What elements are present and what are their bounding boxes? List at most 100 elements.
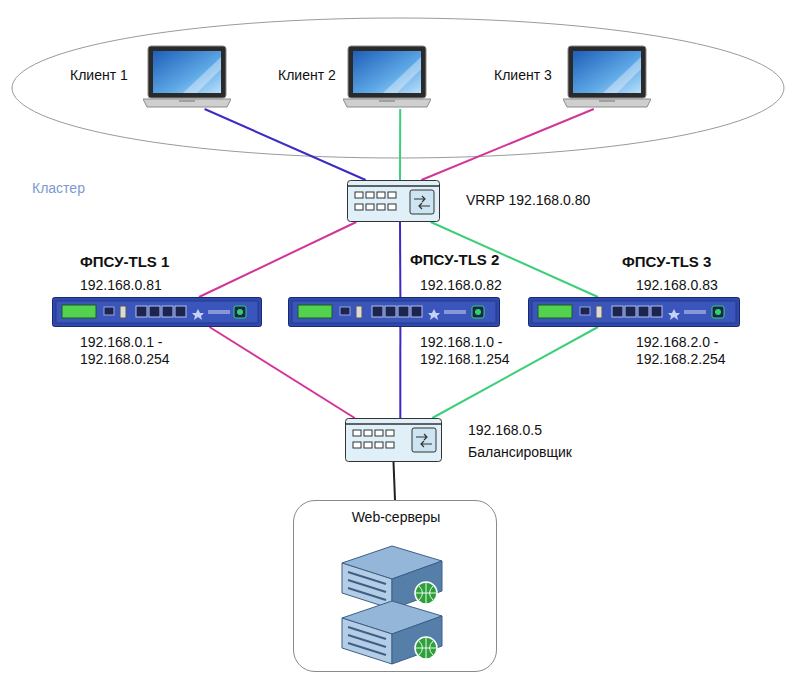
- fpsu-chassis: [529, 298, 740, 327]
- switch-port: [386, 442, 394, 448]
- node-label: Клиент 3: [494, 67, 552, 84]
- laptop-icon: [143, 45, 231, 109]
- laptop-touchpad: [179, 100, 195, 102]
- fpsu-console-port: [580, 307, 590, 315]
- switch-port: [375, 442, 383, 448]
- client-laptop: Клиент 2: [343, 45, 431, 109]
- server-side: [392, 616, 442, 664]
- globe-icon: [415, 637, 437, 659]
- fpsu-device: ФПСУ-TLS 3192.168.0.83192.168.2.0 - 192.…: [528, 297, 740, 327]
- switch-port: [377, 192, 385, 198]
- node-label: 192.168.1.0 - 192.168.1.254: [420, 334, 532, 368]
- fpsu-lan-port: [651, 306, 662, 317]
- node-label: Балансировщик: [468, 444, 572, 461]
- switch-port: [375, 430, 383, 436]
- fpsu-lcd: [538, 305, 572, 318]
- server-side: [392, 561, 442, 609]
- fpsu-device: ФПСУ-TLS 1192.168.0.81192.168.0.1 - 192.…: [52, 297, 262, 327]
- node-label: VRRP 192.168.0.80: [466, 192, 590, 209]
- switch-port: [366, 192, 374, 198]
- fpsu-logo: [428, 309, 440, 320]
- fpsu-usb-port: [596, 306, 602, 318]
- cluster-outline: [33, 164, 762, 388]
- laptop-base: [563, 99, 651, 107]
- laptop-bezel: [348, 46, 426, 98]
- switch-port: [388, 192, 396, 198]
- node-label: Кластер: [32, 180, 85, 197]
- switch-port: [353, 430, 361, 436]
- fpsu-icon: [288, 297, 500, 327]
- server-icon: [294, 501, 498, 673]
- laptop-bezel: [148, 46, 226, 98]
- node-label: 192.168.0.83: [636, 277, 718, 294]
- node-label: 192.168.0.81: [80, 277, 162, 294]
- device-name: ФПСУ-TLS 1: [80, 253, 169, 270]
- fpsu-lcd: [62, 305, 96, 318]
- fpsu-front-panel: [532, 301, 736, 323]
- fpsu-power-button: [472, 306, 484, 318]
- switch-module: [412, 428, 436, 452]
- fpsu-power-led: [715, 309, 721, 315]
- node-label: 192.168.2.0 - 192.168.2.254: [636, 334, 748, 368]
- laptop-base: [343, 99, 431, 107]
- network-link: [399, 327, 401, 418]
- globe-lines: [415, 582, 437, 604]
- web-server-group: Web-серверы: [293, 500, 497, 672]
- laptop-touchpad: [599, 100, 615, 102]
- laptop-base: [143, 99, 231, 107]
- node-label: 192.168.0.1 - 192.168.0.254: [80, 334, 192, 368]
- network-link: [399, 222, 401, 297]
- fpsu-brand-mark: [684, 310, 706, 314]
- fpsu-brand-mark: [208, 310, 230, 314]
- server-slot: [348, 588, 386, 600]
- switch-port: [386, 430, 394, 436]
- laptop-touchpad: [379, 100, 395, 102]
- network-link: [210, 327, 355, 418]
- network-link: [394, 462, 396, 500]
- network-link: [199, 222, 356, 297]
- server-front: [342, 563, 392, 609]
- fpsu-lan-port: [136, 306, 147, 317]
- fpsu-brand-mark: [444, 310, 466, 314]
- fpsu-front-panel: [292, 301, 496, 323]
- fpsu-usb-port: [120, 306, 126, 318]
- fpsu-logo: [668, 309, 680, 320]
- client-laptop: Клиент 1: [143, 45, 231, 109]
- switch-top-edge: [348, 186, 440, 187]
- laptop-icon: [343, 45, 431, 109]
- fpsu-lan-port: [372, 306, 383, 317]
- server-front: [342, 618, 392, 664]
- device-name: ФПСУ-TLS 2: [410, 251, 499, 268]
- fpsu-lan-port: [638, 306, 649, 317]
- fpsu-lan-port: [149, 306, 160, 317]
- switch-port: [353, 442, 361, 448]
- node-label: Клиент 2: [278, 67, 336, 84]
- fpsu-console-port: [340, 307, 350, 315]
- laptop-icon: [563, 45, 651, 109]
- node-label: 192.168.0.5: [468, 422, 542, 439]
- fpsu-lcd: [298, 305, 332, 318]
- screen-glare: [383, 57, 421, 93]
- switch-port: [355, 204, 363, 210]
- switch-port: [355, 192, 363, 198]
- fpsu-lan-port: [162, 306, 173, 317]
- switch-arrows: [414, 196, 430, 209]
- switch-port: [366, 204, 374, 210]
- network-link: [421, 109, 593, 180]
- fpsu-lan-port: [385, 306, 396, 317]
- fpsu-logo: [192, 309, 204, 320]
- network-link: [205, 109, 366, 180]
- server-slot: [348, 643, 386, 655]
- node-label: Web-серверы: [352, 509, 441, 526]
- switch-body: [348, 181, 440, 222]
- switch-body: [346, 419, 442, 462]
- laptop-screen: [353, 51, 421, 93]
- fpsu-lan-port: [175, 306, 186, 317]
- switch-arrows: [416, 434, 432, 447]
- laptop-screen: [573, 51, 641, 93]
- fpsu-lan-port: [411, 306, 422, 317]
- globe-icon: [415, 582, 437, 604]
- node-label: Клиент 1: [70, 67, 128, 84]
- client-zone-ellipse: [12, 18, 784, 158]
